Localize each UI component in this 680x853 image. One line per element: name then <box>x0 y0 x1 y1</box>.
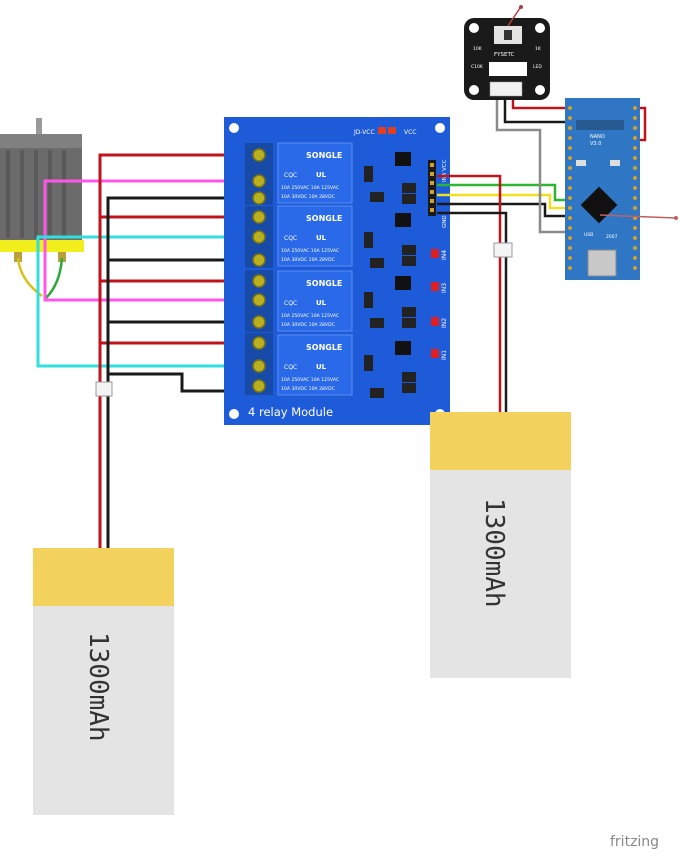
relay-ul-2: UL <box>316 234 327 242</box>
sensor-pin-c10k: C10K <box>471 64 484 70</box>
relay-rating2-4: 10A 30VDC 10A 28VDC <box>281 386 335 392</box>
relay-cert-4: CQC <box>284 364 297 371</box>
led-icon <box>431 249 439 258</box>
connector-left <box>95 381 113 397</box>
wire-black-bus <box>106 196 253 548</box>
sensor-pin-led: LED <box>533 64 542 70</box>
relay-rating1-3: 10A 250VAC 10A 125VAC <box>281 313 339 319</box>
relay-rating1-2: 10A 250VAC 10A 125VAC <box>281 248 339 254</box>
relay-module-title: 4 relay Module <box>248 405 333 419</box>
relay-brand-3: SONGLE <box>306 279 342 288</box>
arduino-nano: NANO V3.0 USB 2007 <box>565 98 640 280</box>
pin-label-in2: IN2 <box>441 318 448 328</box>
relay-cert-1: CQC <box>284 172 297 179</box>
wire-yellow-signal <box>437 193 575 210</box>
dc-motor-icon <box>0 118 84 262</box>
relay-brand-4: SONGLE <box>306 343 342 352</box>
wire-cyan-1 <box>36 235 253 368</box>
pin-label-in4: IN4 <box>441 250 448 260</box>
wire-red-bus <box>98 153 253 548</box>
battery-right: 1300mAh <box>430 412 571 678</box>
sensor-pin-1k: 1K <box>535 46 542 52</box>
terminal-screw-icon <box>252 148 266 393</box>
relay-ul-4: UL <box>316 363 327 371</box>
wire-gray-sensor <box>495 96 575 234</box>
wire-red-battery-right <box>437 174 502 412</box>
arduino-pointer-line <box>599 214 676 219</box>
wire-black-gnd <box>437 202 575 218</box>
led-icon <box>431 349 439 358</box>
relay-rating1-4: 10A 250VAC 10A 125VAC <box>281 377 339 383</box>
battery-left: 1300mAh <box>33 548 174 815</box>
connector-right <box>493 242 513 258</box>
battery-left-label: 1300mAh <box>83 632 113 742</box>
vcc-label: VCC <box>404 129 416 136</box>
relay-rating2-1: 10A 30VDC 10A 28VDC <box>281 194 335 200</box>
relay-ul-1: UL <box>316 171 327 179</box>
sensor-pin-10k: 10K <box>473 46 483 52</box>
jd-vcc-label: JD-VCC <box>353 129 375 136</box>
arduino-version: V3.0 <box>590 141 601 147</box>
led-icon <box>431 282 439 291</box>
pin-label-gnd: GND <box>442 215 448 228</box>
relay-rating1-1: 10A 250VAC 10A 125VAC <box>281 185 339 191</box>
arduino-label: NANO <box>590 134 605 140</box>
pin-label-in3: IN3 <box>441 283 448 293</box>
arduino-usb-label: USB <box>584 232 593 238</box>
pin-label-in1: IN1 <box>441 350 448 360</box>
wire-black-4 <box>108 372 253 393</box>
wire-magenta-1 <box>43 179 253 302</box>
relay-cert-3: CQC <box>284 300 297 307</box>
wire-black-battery-right <box>437 211 508 412</box>
relay-cert-2: CQC <box>284 235 297 242</box>
relay-ul-3: UL <box>316 299 327 307</box>
relay-brand-1: SONGLE <box>306 151 342 160</box>
relay-rating2-2: 10A 30VDC 10A 28VDC <box>281 257 335 263</box>
battery-right-label: 1300mAh <box>479 498 509 608</box>
relay-brand-2: SONGLE <box>306 214 342 223</box>
usb-port-icon <box>587 249 617 277</box>
relay-module: JD-VCC VCC SONGLE CQC UL 10A 250VAC 10A … <box>224 117 450 425</box>
pin-label-vcc: VCC <box>442 159 448 171</box>
sensor-module: FYSETC 10K C10K 1K LED <box>464 5 550 100</box>
sensor-label: FYSETC <box>494 52 515 58</box>
fritzing-watermark: fritzing <box>610 834 659 850</box>
relay-rating2-3: 10A 30VDC 10A 28VDC <box>281 322 335 328</box>
arduino-year: 2007 <box>606 234 618 240</box>
led-icon <box>431 317 439 326</box>
motor-lead-green <box>45 257 64 299</box>
wire-green-signal <box>437 183 575 202</box>
